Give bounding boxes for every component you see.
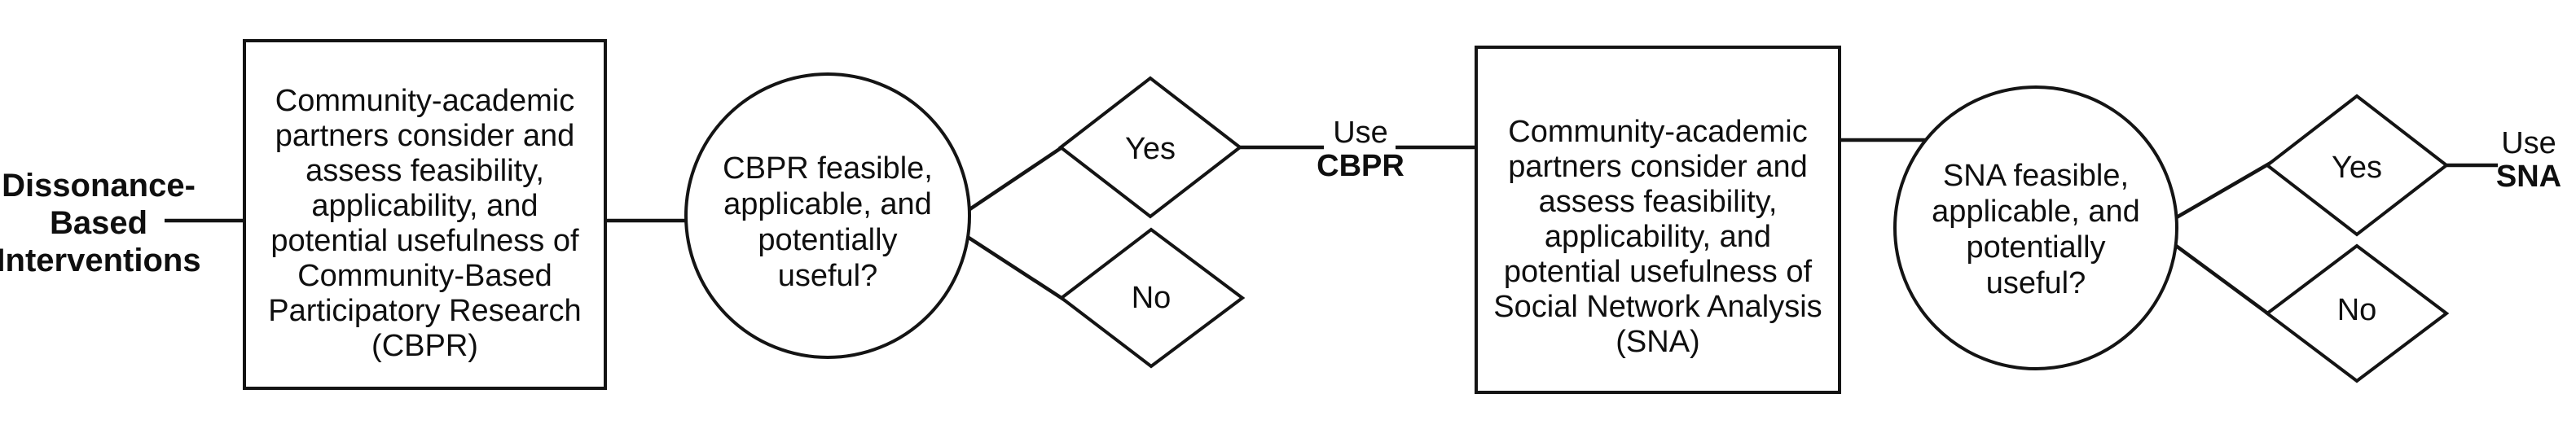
sna-circle-outline: [1893, 85, 2178, 370]
sna-no-label: No: [2336, 293, 2377, 327]
sna-no-diamond: [2264, 243, 2450, 383]
cbpr-no-diamond: [1058, 227, 1246, 369]
sna-circle: SNA feasible, applicable, and potentiall…: [1895, 87, 2177, 369]
cbpr-box-text: Community-academic partners consider and…: [268, 83, 582, 363]
start-label-text: Dissonance- Based Interventions: [0, 168, 201, 278]
branch-sna-circle-to-yes: [2164, 160, 2274, 225]
branch-sna-circle-to-no: [2165, 237, 2274, 318]
cbpr-yes-diamond: [1057, 76, 1243, 219]
branch-cbpr-circle-to-yes: [962, 143, 1067, 215]
cbpr-box: Community-academic partners consider and…: [244, 41, 605, 388]
sna-box-outline: [1475, 46, 1841, 394]
sna-yes-label: Yes: [2332, 151, 2382, 185]
use-sna-label-line1: Use: [2501, 126, 2556, 160]
cbpr-circle-text: CBPR feasible, applicable, and potential…: [723, 151, 933, 293]
cbpr-no-label: No: [1131, 281, 1172, 315]
use-cbpr-label: Use CBPR: [1301, 116, 1420, 183]
cbpr-circle: CBPR feasible, applicable, and potential…: [686, 74, 969, 357]
branch-cbpr-circle-to-no: [962, 233, 1068, 303]
sna-circle-text: SNA feasible, applicable, and potentiall…: [1932, 159, 2140, 300]
sna-box-text: Community-academic partners consider and…: [1493, 114, 1822, 359]
use-cbpr-label-line2: CBPR: [1317, 149, 1404, 183]
use-sna-label-line2: SNA: [2495, 160, 2562, 194]
use-sna-label: Use SNA: [2469, 127, 2576, 194]
sna-yes-diamond: [2264, 94, 2450, 237]
cbpr-yes-label: Yes: [1125, 132, 1176, 166]
start-label: Dissonance- Based Interventions: [0, 166, 201, 280]
cbpr-circle-outline: [684, 72, 971, 359]
sna-box: Community-academic partners consider and…: [1476, 47, 1840, 392]
use-cbpr-label-line1: Use: [1333, 116, 1388, 150]
cbpr-box-outline: [243, 39, 607, 390]
